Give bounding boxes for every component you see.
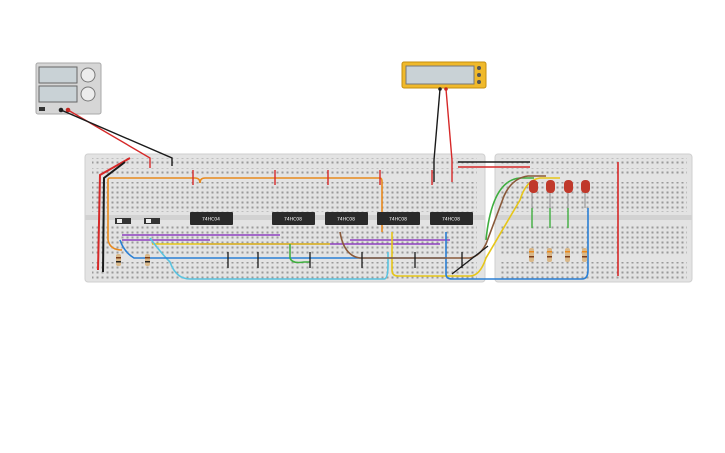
blue-wires[interactable] [119, 208, 589, 280]
top-rail-lower [92, 168, 477, 176]
led-4[interactable] [581, 180, 590, 208]
resistor-5 [565, 248, 570, 262]
switch-a[interactable] [115, 218, 131, 224]
led-1[interactable] [529, 180, 538, 208]
switch-b[interactable] [144, 218, 160, 224]
chip-u5[interactable]: 74HC08 [430, 212, 473, 225]
rail-jumpers[interactable] [458, 161, 619, 276]
yellow-wires[interactable] [152, 177, 560, 277]
red-jumpers[interactable] [192, 170, 433, 185]
breadboard-secondary[interactable] [494, 153, 693, 283]
resistor-2 [145, 254, 150, 266]
ground-jumpers[interactable] [227, 245, 489, 275]
terminal-strip-top [92, 182, 477, 212]
chip-u2[interactable]: 74HC08 [272, 212, 315, 225]
chip-u4[interactable]: 74HC08 [377, 212, 420, 225]
chip-label: 74HC08 [284, 217, 302, 223]
bottom-rail-lower [92, 271, 477, 279]
multimeter[interactable] [401, 61, 487, 91]
resistor-4 [547, 248, 552, 262]
leds[interactable] [529, 180, 590, 208]
voltage-knob-icon[interactable] [80, 67, 96, 83]
bottom-rail-upper [92, 262, 477, 270]
dip-switches[interactable] [115, 218, 160, 224]
led-3[interactable] [564, 180, 573, 208]
cyan-wires[interactable] [149, 237, 389, 280]
resistor-1 [116, 254, 121, 266]
led-2[interactable] [546, 180, 555, 208]
resistors[interactable] [116, 248, 587, 266]
chip-label: 74HC08 [337, 217, 355, 223]
chip-label: 74HC04 [202, 217, 220, 223]
chip-u1[interactable]: 74HC04 [190, 212, 233, 225]
supply-wires[interactable] [60, 109, 173, 273]
multimeter-probes[interactable] [433, 88, 453, 182]
resistor-6 [582, 248, 587, 262]
power-supply[interactable] [35, 62, 102, 115]
chip-label: 74HC08 [389, 217, 407, 223]
chip-label: 74HC08 [442, 217, 460, 223]
top-rail-upper [92, 158, 477, 166]
orange-wires[interactable] [107, 177, 383, 251]
resistor-3 [529, 248, 534, 262]
current-knob-icon[interactable] [80, 86, 96, 102]
chip-u3[interactable]: 74HC08 [325, 212, 368, 225]
terminal-strip-bottom [92, 226, 477, 256]
